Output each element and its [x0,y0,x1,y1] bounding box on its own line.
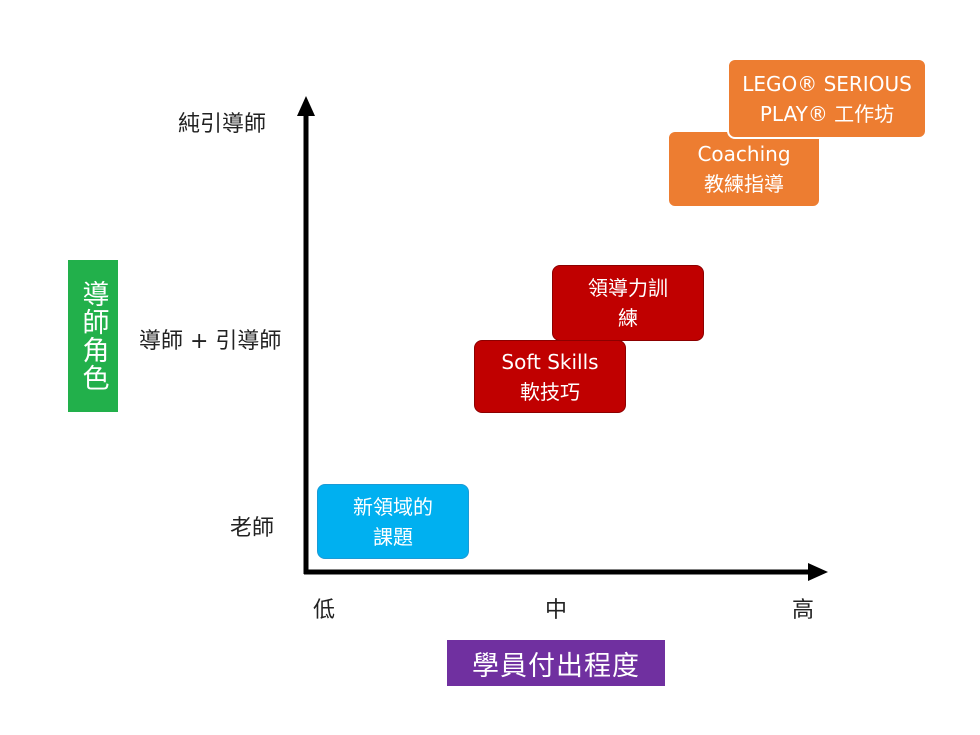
box-new-topic-line2: 課題 [373,524,413,549]
box-new-topic: 新領域的 課題 [317,484,469,559]
y-axis-title: 導師角色 [68,260,118,412]
y-level-low: 老師 [230,516,275,541]
box-new-topic-line1: 新領域的 [353,494,433,519]
y-level-high: 純引導師 [178,112,267,137]
box-lego: LEGO® SERIOUS PLAY® 工作坊 [727,58,927,139]
x-level-low: 低 [313,598,336,623]
y-axis-title-text: 導師角色 [77,280,109,392]
x-axis-arrow [808,563,828,581]
box-coaching-line1: Coaching [697,142,791,166]
box-lego-line2: PLAY® 工作坊 [759,101,895,126]
box-lego-line1: LEGO® SERIOUS [742,71,912,96]
box-leadership-line2: 練 [618,306,638,330]
box-soft-skills: Soft Skills 軟技巧 [474,340,626,413]
x-level-high: 高 [792,598,815,623]
x-level-mid: 中 [545,598,568,623]
box-coaching: Coaching 教練指導 [667,130,821,208]
box-soft-skills-line2: 軟技巧 [520,379,580,404]
box-leadership-line1: 領導力訓 [588,276,668,300]
box-soft-skills-line1: Soft Skills [501,349,599,374]
y-axis-arrow [297,96,315,116]
y-level-mid: 導師 + 引導師 [139,329,282,354]
box-leadership: 領導力訓 練 [552,265,704,341]
box-coaching-line2: 教練指導 [704,172,784,196]
x-axis-title: 學員付出程度 [447,640,665,686]
